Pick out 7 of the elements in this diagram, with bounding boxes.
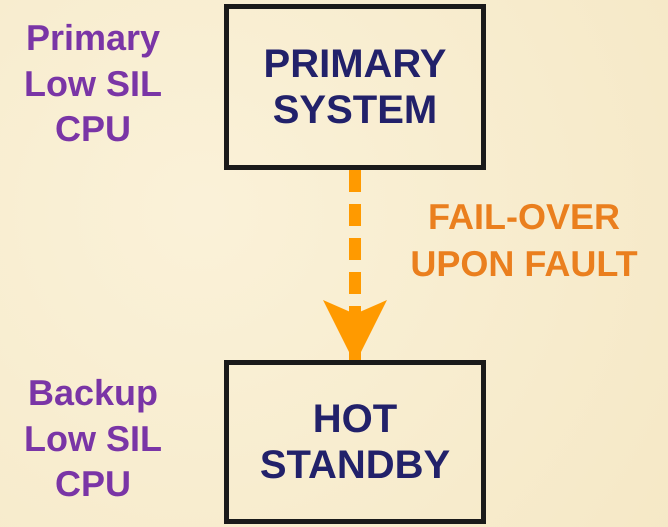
process-box xyxy=(224,360,486,524)
process-box xyxy=(224,4,486,170)
box-label: HOT STANDBY xyxy=(258,396,452,488)
edge-label: FAIL-OVER UPON FAULT xyxy=(409,195,639,286)
node-caption: Backup Low SIL CPU xyxy=(23,371,163,506)
box-label: PRIMARY SYSTEM xyxy=(262,41,448,133)
node-caption: Primary Low SIL CPU xyxy=(23,16,163,152)
